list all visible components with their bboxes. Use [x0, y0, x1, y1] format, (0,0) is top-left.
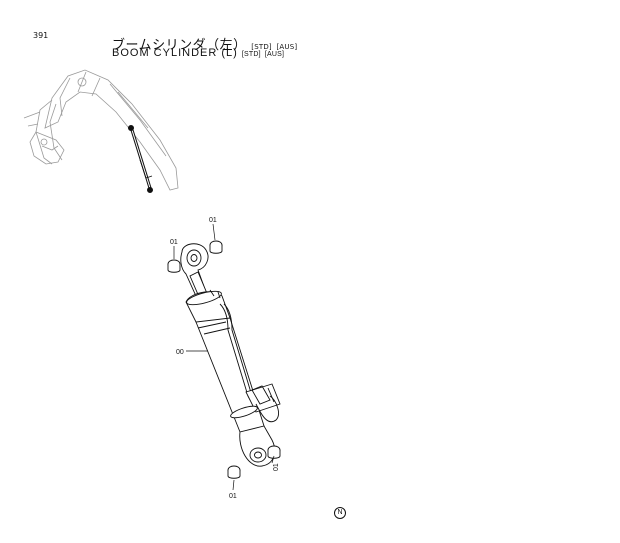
bushing-top-left [167, 259, 181, 273]
tag-std-en: [STD] [241, 51, 261, 58]
tag-aus: [AUS] [276, 43, 298, 51]
bushing-top-right [209, 240, 223, 254]
footer-mark: N [334, 507, 346, 519]
label-cylinder: 00 [176, 349, 184, 356]
title-japanese-text: ブームシリンダ（左） [112, 38, 247, 53]
title-english-text: BOOM CYLINDER (L) [112, 47, 238, 59]
bushing-bottom-left [227, 465, 241, 479]
leader-lines [173, 223, 275, 491]
tag-std: [STD] [251, 43, 272, 51]
label-bushing-top-left: 01 [170, 239, 178, 246]
excavator-arm-sketch [23, 69, 179, 191]
boom-cylinder-drawing [180, 243, 281, 467]
label-bushing-bottom-right: 01 [273, 463, 280, 471]
label-bushing-top-right: 01 [209, 217, 217, 224]
title-english: BOOM CYLINDER (L) [STD] [AUS] [112, 47, 284, 59]
title-japanese: ブームシリンダ（左） [STD] [AUS] [112, 34, 297, 53]
sketch-boom-cylinder [128, 125, 153, 193]
label-bushing-bottom-left: 01 [229, 493, 237, 500]
bushing-bottom-right [267, 445, 281, 459]
tag-aus-en: [AUS] [264, 51, 285, 58]
page-number: 391 [33, 31, 49, 40]
